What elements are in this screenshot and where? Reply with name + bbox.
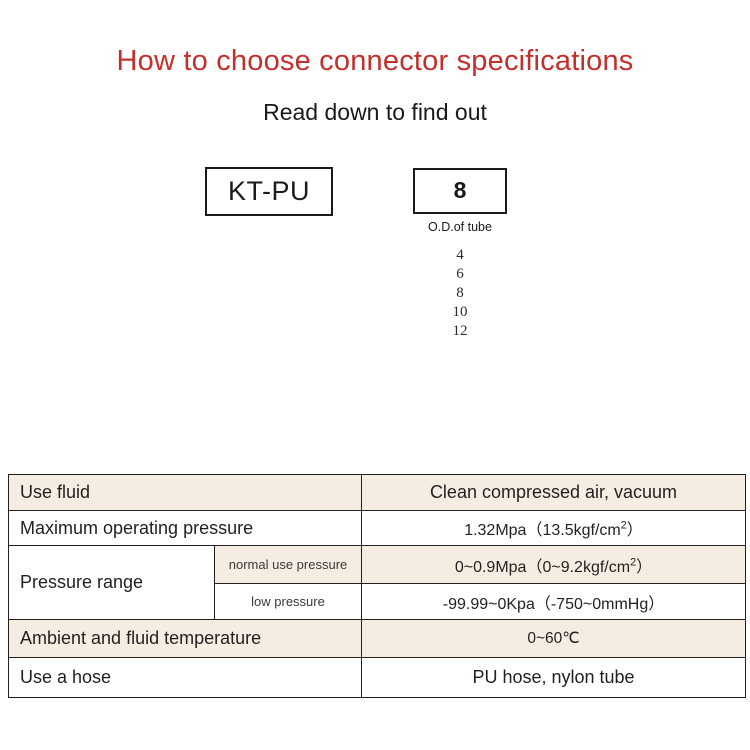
row-value-low-pressure: -99.99~0Kpa（-750~0mmHg）: [361, 583, 746, 620]
value-text: 0~0.9Mpa（0~9.2kgf/cm: [454, 558, 631, 576]
value-text-tail: ）: [626, 522, 643, 539]
page-subtitle: Read down to find out: [263, 99, 487, 126]
list-item: 8: [456, 284, 464, 301]
row-label-use-a-hose: Use a hose: [8, 657, 362, 698]
page-title: How to choose connector specifications: [116, 45, 634, 77]
list-item: 10: [452, 303, 468, 320]
series-prefix-box: KT-PU: [205, 166, 333, 216]
specification-table: Use fluid Clean compressed air, vacuum M…: [8, 474, 746, 698]
row-label-use-fluid: Use fluid: [8, 474, 362, 511]
table-row: Ambient and fluid temperature 0~60℃: [8, 619, 746, 658]
value-text: 1.32Mpa（13.5kgf/cm: [464, 522, 621, 539]
list-item: 6: [456, 265, 464, 282]
row-value-use-fluid: Clean compressed air, vacuum: [361, 474, 746, 511]
row-value-max-operating-pressure: 1.32Mpa（13.5kgf/cm2）: [361, 510, 746, 546]
value-superscript: 2: [620, 519, 627, 532]
row-label-ambient-fluid-temperature: Ambient and fluid temperature: [8, 619, 362, 658]
table-row: Pressure range normal use pressure 0~0.9…: [8, 545, 746, 620]
table-row: Use a hose PU hose, nylon tube: [8, 657, 746, 698]
table-row: Maximum operating pressure 1.32Mpa（13.5k…: [8, 510, 746, 546]
tube-size-box: 8: [413, 167, 507, 214]
row-value-normal-use-pressure: 0~0.9Mpa（0~9.2kgf/cm2）: [361, 545, 746, 584]
series-prefix-label: KT-PU: [227, 175, 310, 206]
od-of-tube-caption: O.D.of tube: [428, 219, 492, 234]
list-item: 4: [456, 246, 464, 263]
value-text-tail: ）: [636, 558, 653, 576]
table-row: Use fluid Clean compressed air, vacuum: [8, 474, 746, 511]
row-label-pressure-range: Pressure range: [8, 545, 215, 620]
row-value-use-a-hose: PU hose, nylon tube: [361, 657, 746, 698]
row-value-ambient-fluid-temperature: 0~60℃: [361, 619, 746, 658]
tube-size-option-list: 4 6 8 10 12: [413, 246, 507, 341]
row-label-max-operating-pressure: Maximum operating pressure: [8, 510, 362, 546]
part-number-selector: KT-PU 8 O.D.of tube 4 6 8 10 12: [0, 126, 750, 346]
tube-size-label: 8: [453, 177, 467, 204]
list-item: 12: [452, 322, 468, 339]
page-header: How to choose connector specifications R…: [0, 0, 750, 126]
row-sublabel-low-pressure: low pressure: [214, 583, 362, 620]
value-superscript: 2: [630, 556, 637, 569]
row-sublabel-normal-use-pressure: normal use pressure: [214, 545, 362, 584]
